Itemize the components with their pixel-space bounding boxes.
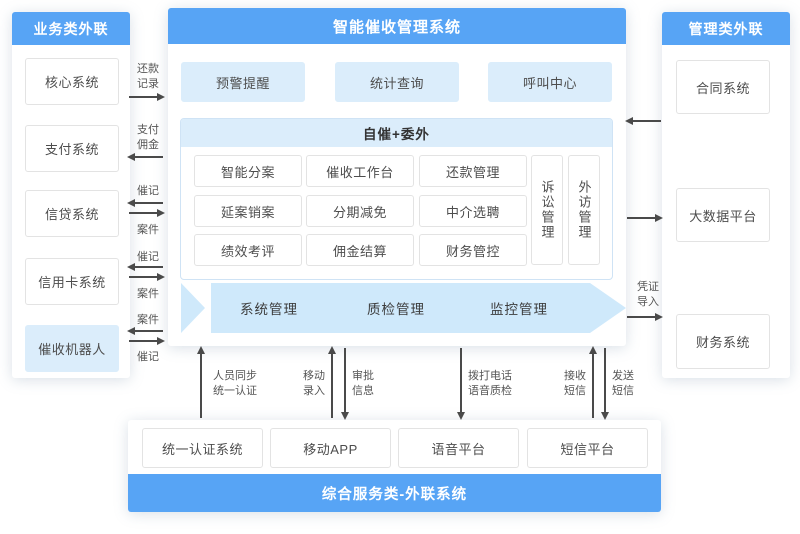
module-agency-selection: 中介选聘 bbox=[419, 195, 527, 227]
module-financial-control: 财务管控 bbox=[419, 234, 527, 266]
arrow-center-to-finance-icon bbox=[627, 313, 663, 321]
label-send-sms: 发送 短信 bbox=[612, 370, 634, 397]
arrow-center-to-card-icon bbox=[127, 263, 163, 271]
label-card-anjian: 案件 bbox=[137, 288, 159, 300]
node-unified-auth-system: 统一认证系统 bbox=[142, 428, 263, 468]
arrow-card-to-center-icon bbox=[129, 273, 165, 281]
module-repayment-management: 还款管理 bbox=[419, 155, 527, 187]
module-commission-settlement: 佣金结算 bbox=[306, 234, 414, 266]
arrow-center-to-bigdata-icon bbox=[627, 214, 663, 222]
node-contract-system: 合同系统 bbox=[676, 60, 770, 114]
arrow-center-to-voice-icon bbox=[457, 348, 465, 420]
arrow-center-to-app-icon bbox=[341, 348, 349, 420]
module-collection-workbench: 催收工作台 bbox=[306, 155, 414, 187]
node-payment-system: 支付系统 bbox=[25, 125, 119, 172]
arrow-sms-to-center-icon bbox=[589, 346, 597, 418]
module-statistics-query: 统计查询 bbox=[335, 62, 459, 102]
label-mobile-entry: 移动 录入 bbox=[303, 370, 325, 397]
management-banner-arrow: 系统管理 质检管理 监控管理 bbox=[181, 283, 626, 333]
module-case-defer-close: 延案销案 bbox=[194, 195, 302, 227]
collection-management-panel: 智能催收管理系统 预警提醒 统计查询 呼叫中心 自催+委外 智能分案 催收工作台… bbox=[168, 8, 626, 346]
arrow-core-to-center-icon bbox=[129, 93, 165, 101]
arrow-center-to-sms-icon bbox=[601, 348, 609, 420]
label-credit-anjian: 案件 bbox=[137, 224, 159, 236]
node-finance-system: 财务系统 bbox=[676, 314, 770, 369]
module-litigation-management: 诉讼管理 bbox=[531, 155, 563, 265]
module-installment-reduction: 分期减免 bbox=[306, 195, 414, 227]
node-collection-robot: 催收机器人 bbox=[25, 325, 119, 372]
management-external-header: 管理类外联 bbox=[662, 12, 790, 45]
integrated-services-header: 综合服务类-外联系统 bbox=[128, 474, 661, 512]
label-card-cuiji: 催记 bbox=[137, 251, 159, 263]
module-monitoring-management: 监控管理 bbox=[490, 302, 548, 317]
module-warning-reminder: 预警提醒 bbox=[181, 62, 305, 102]
arrow-robot-to-center-icon bbox=[129, 337, 165, 345]
label-personnel-sync: 人员同步 统一认证 bbox=[213, 370, 257, 397]
node-big-data-platform: 大数据平台 bbox=[676, 188, 770, 242]
label-receive-sms: 接收 短信 bbox=[564, 370, 586, 397]
node-voice-platform: 语音平台 bbox=[398, 428, 519, 468]
node-mobile-app: 移动APP bbox=[270, 428, 391, 468]
arrow-center-to-credit-icon bbox=[127, 199, 163, 207]
label-pay-commission: 支付 佣金 bbox=[137, 124, 159, 151]
integrated-services-panel: 统一认证系统 移动APP 语音平台 短信平台 综合服务类-外联系统 bbox=[128, 420, 661, 512]
business-external-header: 业务类外联 bbox=[12, 12, 130, 45]
label-credit-cuiji: 催记 bbox=[137, 185, 159, 197]
arrow-center-to-payment-icon bbox=[127, 153, 163, 161]
module-call-center: 呼叫中心 bbox=[488, 62, 612, 102]
module-system-management: 系统管理 bbox=[240, 302, 298, 317]
self-and-outsourced-section: 自催+委外 智能分案 催收工作台 还款管理 延案销案 分期减免 中介选聘 绩效考… bbox=[180, 118, 613, 280]
node-credit-card-system: 信用卡系统 bbox=[25, 258, 119, 305]
label-call-voice-qc: 拨打电话 语音质检 bbox=[468, 370, 512, 397]
arrow-center-to-robot-icon bbox=[127, 327, 163, 335]
module-field-visit-management: 外访管理 bbox=[568, 155, 600, 265]
label-approval-info: 审批 信息 bbox=[352, 370, 374, 397]
management-external-panel: 管理类外联 合同系统 大数据平台 财务系统 bbox=[662, 12, 790, 378]
node-credit-system: 信贷系统 bbox=[25, 190, 119, 237]
arrow-auth-to-center-icon bbox=[197, 346, 205, 418]
banner-arrow-tail-icon bbox=[181, 283, 205, 333]
label-voucher-import: 凭证 导入 bbox=[637, 281, 659, 308]
module-performance-review: 绩效考评 bbox=[194, 234, 302, 266]
arrow-contract-to-center-icon bbox=[625, 117, 661, 125]
collection-management-header: 智能催收管理系统 bbox=[168, 8, 626, 44]
node-sms-platform: 短信平台 bbox=[527, 428, 648, 468]
label-robot-cuiji: 催记 bbox=[137, 351, 159, 363]
module-quality-inspection: 质检管理 bbox=[367, 302, 425, 317]
arrow-credit-to-center-icon bbox=[129, 209, 165, 217]
self-and-outsourced-title: 自催+委外 bbox=[181, 119, 612, 147]
banner-arrow-body: 系统管理 质检管理 监控管理 bbox=[211, 283, 626, 333]
arrow-app-to-center-icon bbox=[328, 346, 336, 418]
business-external-panel: 业务类外联 核心系统 支付系统 信贷系统 信用卡系统 催收机器人 bbox=[12, 12, 130, 378]
module-smart-case-assignment: 智能分案 bbox=[194, 155, 302, 187]
label-robot-anjian: 案件 bbox=[137, 314, 159, 326]
label-repayment-record: 还款 记录 bbox=[137, 63, 159, 90]
node-core-system: 核心系统 bbox=[25, 58, 119, 105]
